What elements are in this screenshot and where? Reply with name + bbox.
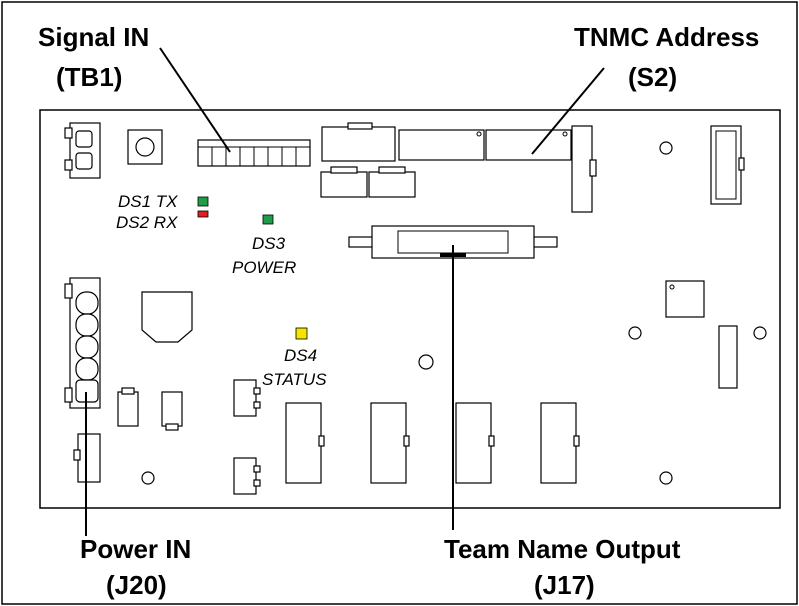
- lower-component-2: [370, 402, 410, 484]
- led-ds4-sub: STATUS: [262, 370, 327, 389]
- mounting-hole: [141, 471, 155, 485]
- callout-power-in-ref: (J20): [106, 570, 167, 600]
- small-part-lower-left-1: [117, 387, 139, 427]
- dip-switch-s2: [485, 129, 572, 161]
- mounting-hole: [418, 354, 434, 370]
- small-part-mid-2: [233, 457, 261, 495]
- led-ds3-sub: POWER: [232, 258, 296, 277]
- led-ds4-label: DS4: [284, 346, 317, 365]
- led-ds3-label: DS3: [252, 234, 286, 253]
- mounting-hole: [659, 471, 673, 485]
- small-part-lower-left-2: [161, 391, 183, 431]
- ic-chip-left: [398, 129, 485, 161]
- connector-top-left: [64, 122, 101, 179]
- leader-tnmc-address: [531, 67, 605, 155]
- callout-power-in-name: Power IN: [80, 534, 191, 564]
- lower-component-4: [540, 402, 580, 484]
- leader-signal-in: [159, 47, 231, 153]
- regulator-component: [141, 291, 193, 343]
- led-ds1-label: DS1 TX: [118, 192, 178, 211]
- lower-component-1: [285, 402, 325, 484]
- callout-team-name-output-ref: (J17): [534, 570, 595, 600]
- connector-j20: [64, 277, 101, 409]
- mounting-hole: [753, 326, 767, 340]
- callout-signal-in-name: Signal IN: [38, 22, 149, 52]
- led-ds2-label: DS2 RX: [116, 213, 178, 232]
- mounting-hole: [659, 141, 673, 155]
- vertical-chip: [718, 325, 738, 389]
- push-button: [127, 129, 163, 165]
- small-part-mid-1: [233, 379, 261, 417]
- led-ds4-status: [295, 327, 308, 340]
- callout-tnmc-address-ref: (S2): [628, 62, 677, 92]
- callout-team-name-output-name: Team Name Output: [444, 534, 681, 564]
- led-ds1-tx: [197, 196, 209, 207]
- callout-signal-in-ref: (TB1): [56, 62, 122, 92]
- component-top-center: [321, 122, 396, 162]
- lower-component-3: [455, 402, 495, 484]
- square-chip: [665, 280, 705, 318]
- mounting-hole: [628, 326, 642, 340]
- led-ds2-rx: [197, 210, 209, 218]
- callout-tnmc-address-name: TNMC Address: [574, 22, 759, 52]
- led-ds3-power: [262, 214, 274, 225]
- connector-far-right: [710, 125, 745, 205]
- vertical-component-right: [571, 125, 597, 213]
- small-block-right: [368, 166, 416, 198]
- small-block-left: [320, 166, 368, 198]
- small-part-below-j20: [73, 433, 101, 483]
- terminal-block-tb1: [197, 139, 311, 167]
